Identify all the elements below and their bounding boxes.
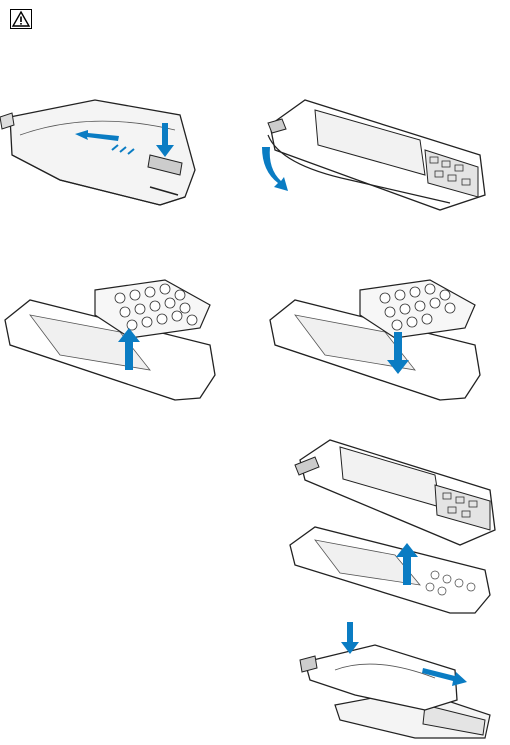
illustration-step-1 bbox=[0, 95, 205, 210]
warning-triangle-icon bbox=[10, 9, 32, 29]
illustration-step-4 bbox=[250, 270, 495, 410]
illustration-step-6 bbox=[295, 620, 500, 740]
illustration-step-2 bbox=[250, 95, 495, 215]
illustration-step-5 bbox=[285, 435, 500, 615]
illustration-step-3 bbox=[0, 270, 240, 410]
